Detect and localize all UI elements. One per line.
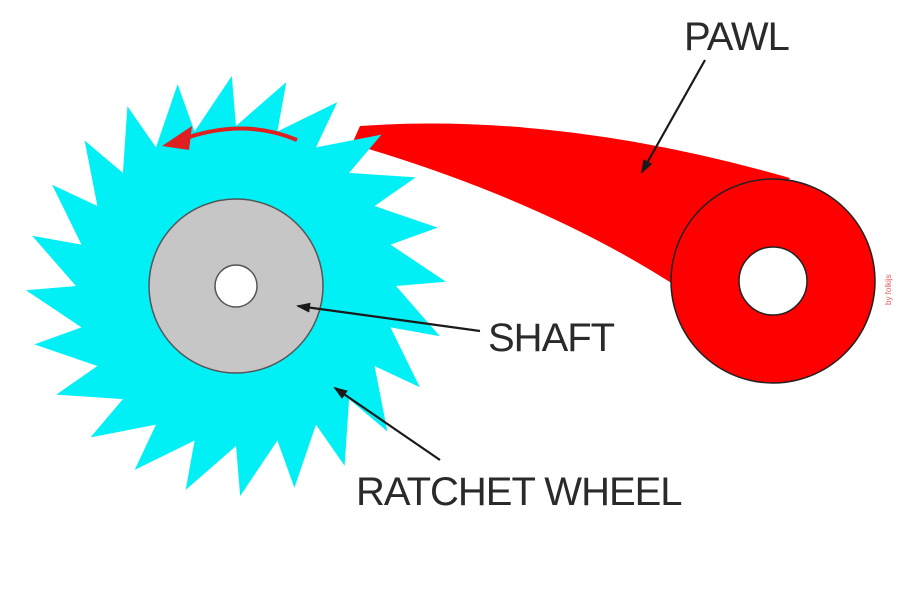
ratchet-wheel-leader-line: [333, 386, 441, 461]
credit-text: by folkijs: [884, 274, 893, 305]
shaft-leader-line: [296, 302, 481, 333]
shaft-label: SHAFT: [488, 316, 615, 360]
counterclockwise-arrow-icon: [162, 126, 298, 150]
shaft-bore: [214, 264, 258, 308]
pawl-label: PAWL: [684, 15, 789, 59]
pawl-pivot-hole: [738, 246, 808, 316]
ratchet-wheel-label: RATCHET WHEEL: [356, 470, 682, 514]
pawl-leader-line: [641, 59, 706, 174]
